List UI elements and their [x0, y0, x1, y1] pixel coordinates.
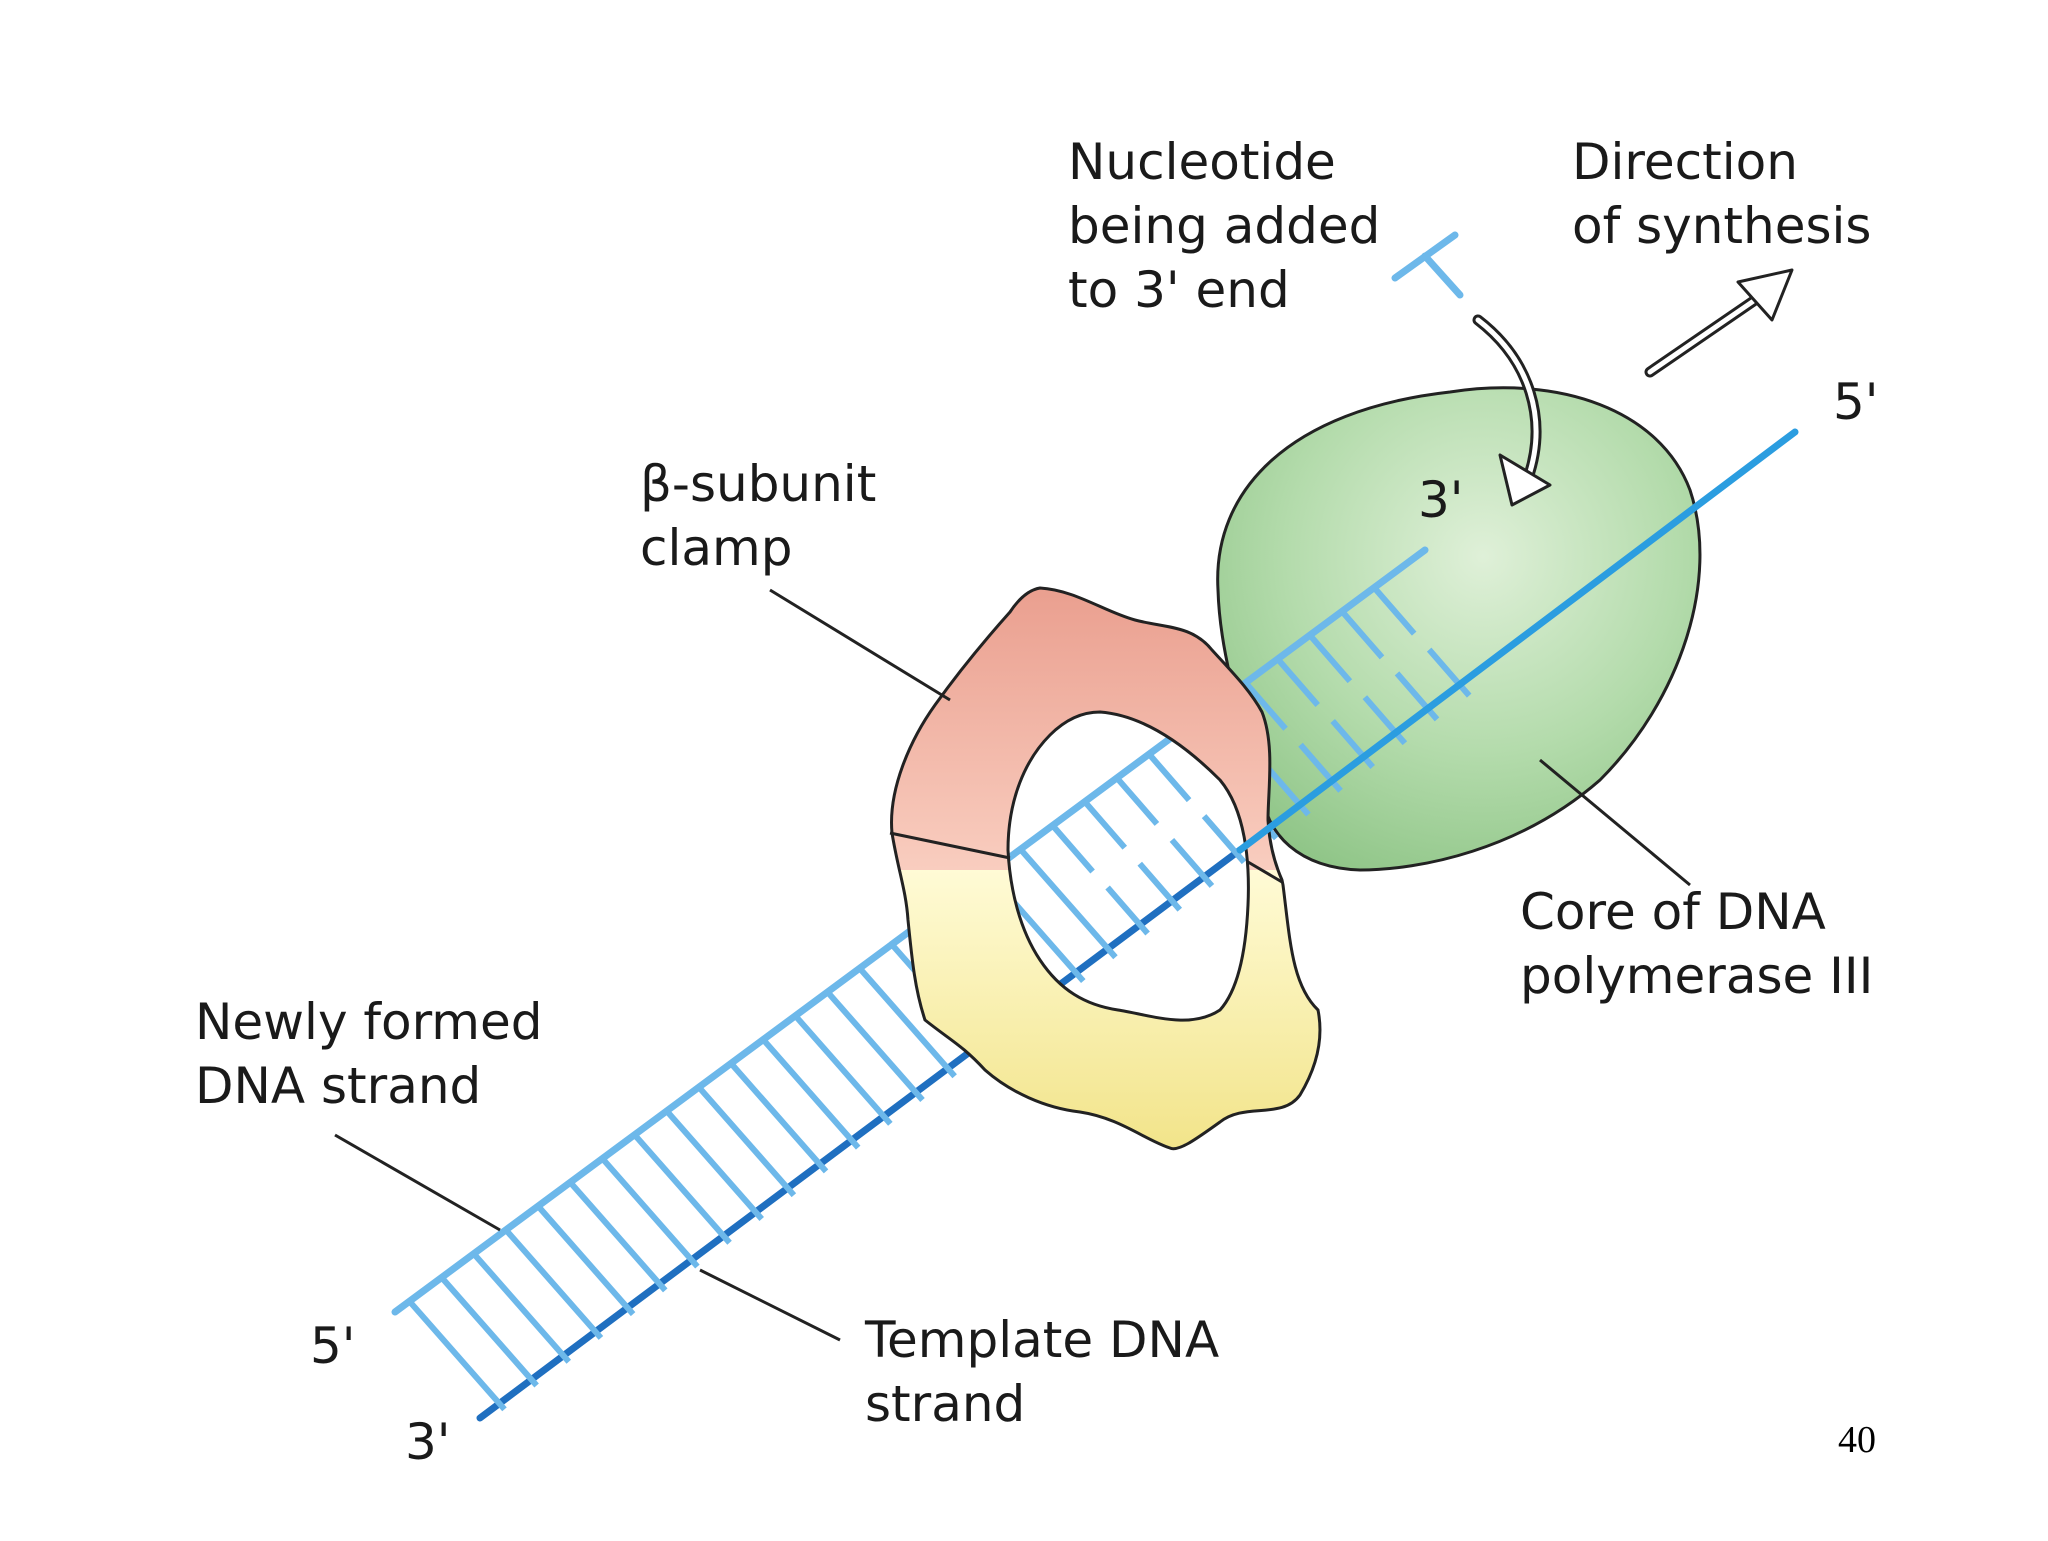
- template-strand-upper: [1236, 428, 1799, 854]
- leader-template: [699, 1268, 841, 1342]
- label-line: Nucleotide: [1068, 133, 1336, 191]
- label-line: Newly formed: [195, 993, 543, 1051]
- base-pair-rung: [696, 1085, 797, 1198]
- label-template: Template DNA strand: [865, 1308, 1219, 1436]
- base-pair-rung: [439, 1275, 539, 1388]
- direction-arrow: [1644, 268, 1794, 378]
- base-pair-rungs: [407, 585, 1472, 1412]
- base-pair-rung: [1394, 671, 1440, 722]
- end-label-template-3prime: 3': [405, 1413, 451, 1471]
- base-pair-rung: [1105, 885, 1150, 936]
- label-beta-clamp: β-subunit clamp: [640, 452, 876, 580]
- base-pair-rung: [1137, 861, 1183, 912]
- base-pair-rung: [1307, 633, 1353, 684]
- label-line: strand: [865, 1375, 1026, 1433]
- label-line: being added: [1068, 197, 1381, 255]
- label-line: DNA strand: [195, 1057, 482, 1115]
- label-newly-formed: Newly formed DNA strand: [195, 990, 543, 1118]
- page-number: 40: [1838, 1419, 1876, 1461]
- label-line: Core of DNA: [1520, 883, 1826, 941]
- base-pair-rung: [760, 1037, 861, 1150]
- base-pair-rung: [1050, 823, 1095, 874]
- base-pair-rung: [632, 1132, 732, 1245]
- base-pair-rung: [1339, 609, 1385, 660]
- base-pair-rung: [825, 990, 925, 1103]
- base-pair-rung: [1169, 837, 1215, 888]
- base-pair-rung: [600, 1156, 700, 1269]
- label-line: clamp: [640, 519, 793, 577]
- clamp-split-left: [889, 831, 1011, 860]
- label-line: Direction: [1572, 133, 1798, 191]
- beta-clamp-top: [890, 586, 1280, 870]
- polymerase-core-shape: [1216, 386, 1702, 872]
- clamp-split-right: [1247, 860, 1283, 884]
- incoming-nucleotide: [1391, 231, 1464, 299]
- base-pair-rung: [1371, 585, 1417, 636]
- label-line: of synthesis: [1572, 197, 1872, 255]
- base-pair-rung: [728, 1061, 829, 1174]
- base-pair-rung: [471, 1251, 572, 1364]
- base-pair-rung: [503, 1227, 604, 1340]
- label-line: Template DNA: [865, 1311, 1220, 1369]
- base-pair-rung: [1201, 814, 1247, 865]
- base-pair-rung: [1362, 695, 1408, 746]
- base-pair-rung: [1082, 799, 1128, 850]
- base-pair-rung: [1275, 657, 1320, 707]
- label-line: polymerase III: [1520, 947, 1874, 1005]
- label-core: Core of DNA polymerase III: [1520, 880, 1873, 1008]
- beta-clamp-bottom: [897, 870, 1322, 1151]
- label-nucleotide: Nucleotide being added to 3' end: [1068, 130, 1380, 322]
- base-pair-rung: [857, 966, 957, 1079]
- label-line: to 3' end: [1068, 261, 1290, 319]
- base-pair-rung: [1426, 647, 1472, 698]
- end-label-new-3prime: 3': [1418, 471, 1464, 529]
- leader-new-strand: [334, 1133, 501, 1232]
- base-pair-rung: [535, 1204, 636, 1317]
- base-pair-rung: [568, 1180, 668, 1293]
- end-label-new-5prime: 5': [310, 1317, 356, 1375]
- label-direction: Direction of synthesis: [1572, 130, 1871, 258]
- base-pair-rung: [1243, 680, 1288, 731]
- base-pair-rung: [1146, 752, 1192, 803]
- leader-core: [1539, 758, 1691, 887]
- template-strand-lower: [476, 846, 1244, 1422]
- label-line: β-subunit: [640, 455, 877, 513]
- base-pair-rung: [1018, 847, 1118, 960]
- leader-beta-clamp: [769, 588, 951, 702]
- base-pair-rung: [407, 1299, 507, 1412]
- base-pair-rung: [664, 1108, 764, 1221]
- base-pair-rung: [793, 1013, 893, 1126]
- end-label-template-5prime: 5': [1833, 373, 1879, 431]
- base-pair-rung: [1114, 775, 1160, 826]
